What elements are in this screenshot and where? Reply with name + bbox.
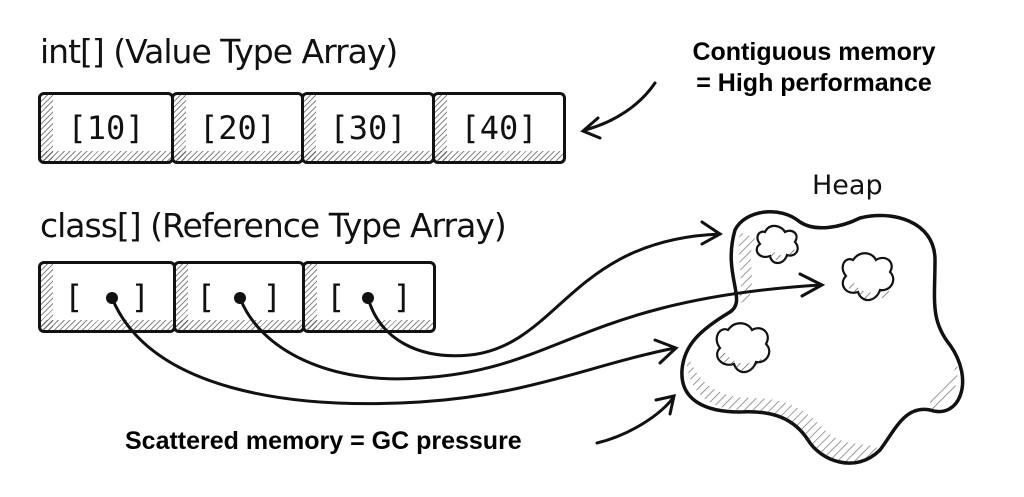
cell-brackets: [ ] [64, 278, 164, 316]
arrow-head-icon [798, 272, 826, 298]
heap-object [841, 252, 895, 302]
annotation-arrow [583, 81, 657, 132]
value-array-cell: [40] [432, 92, 566, 164]
value-array-cell: [20] [171, 92, 304, 164]
cell-value: [20] [198, 109, 277, 147]
cell-brackets: [ ] [196, 278, 296, 316]
contiguous-memory-note: Contiguous memory = High performance [664, 37, 964, 99]
note-line: = High performance [696, 69, 932, 97]
heap-outline [680, 209, 965, 465]
heap-shading [735, 232, 755, 305]
arrow-head-icon [580, 116, 602, 140]
arrow-head-icon [700, 220, 723, 246]
heap-shading [930, 352, 958, 410]
cell-value: [10] [67, 109, 145, 147]
reference-array-cell: [ ] [302, 261, 436, 333]
arrow-head-icon [653, 338, 679, 365]
cell-brackets: [ ] [326, 278, 426, 316]
heap-blob [680, 209, 965, 465]
heap-label: Heap [812, 170, 883, 201]
value-array-cell: [30] [301, 92, 435, 164]
reference-array-cell: [ ] [173, 261, 305, 333]
reference-array-cell: [ ] [38, 261, 176, 333]
scattered-memory-note: Scattered memory = GC pressure [125, 427, 522, 455]
cell-value: [30] [329, 109, 407, 147]
heap-object [715, 322, 771, 374]
note-line: Contiguous memory [692, 38, 936, 66]
annotation-arrow [595, 396, 675, 445]
value-array-title: int[] (Value Type Array) [40, 32, 398, 71]
heap-object [755, 224, 799, 265]
cell-value: [40] [460, 109, 538, 147]
value-array-cell: [10] [38, 92, 174, 164]
arrow-head-icon [654, 394, 676, 416]
heap-shading [686, 360, 880, 462]
reference-array-title: class[] (Reference Type Array) [40, 206, 507, 245]
